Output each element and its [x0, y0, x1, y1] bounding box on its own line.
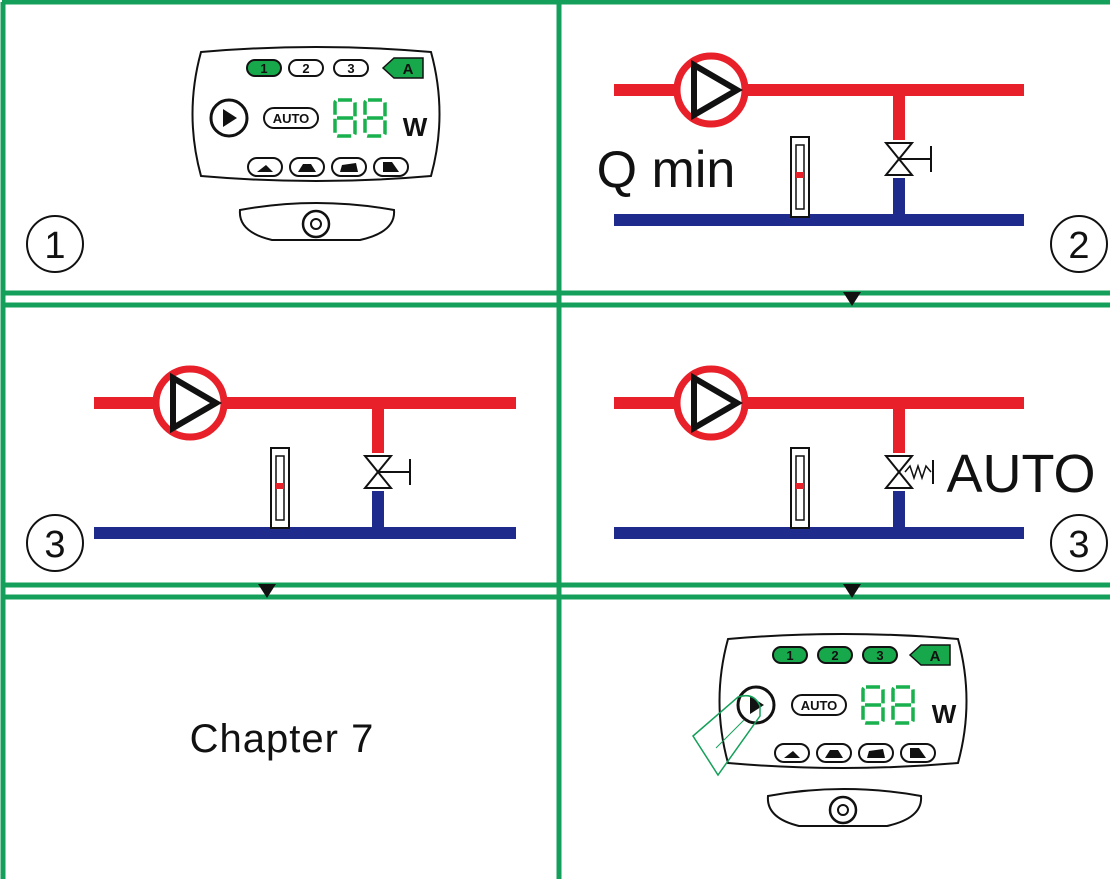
bypass-hot-segment [893, 409, 905, 453]
step-circle [1050, 514, 1108, 572]
bypass-hot-segment [893, 96, 905, 140]
flow-meter-icon [790, 447, 810, 529]
step-number: 3 [44, 524, 65, 566]
play-triangle [750, 696, 764, 714]
bypass-hot-segment [372, 409, 384, 453]
bypass-cold-segment [893, 491, 905, 529]
speed-1-icon [784, 751, 800, 758]
step-circle [26, 215, 84, 273]
auto-mode-badge [908, 644, 951, 666]
mode-3-label: 3 [876, 648, 883, 663]
flow-meter-icon [270, 447, 290, 529]
pointing-finger-icon [692, 694, 761, 777]
q-min-label: Q min [597, 141, 736, 199]
bypass-cold-segment [372, 491, 384, 529]
mode-2-label: 2 [302, 61, 309, 76]
speed-2-icon [825, 750, 843, 758]
mode-3-label: 3 [347, 61, 354, 76]
speed-4-icon [383, 162, 399, 172]
knob-center [310, 218, 322, 230]
mode-2-label: 2 [831, 648, 838, 663]
panel-6-controller: 1 2 3 A AUTO W [692, 633, 968, 827]
auto-badge-label: A [403, 61, 414, 78]
panel-3-valve: 3 [26, 369, 516, 572]
speed-1-icon [257, 165, 273, 172]
panel-4-auto: AUTO 3 [614, 369, 1108, 572]
panel-5-chapter: Chapter 7 [190, 717, 375, 761]
mode-1-label: 1 [260, 61, 267, 76]
cold-pipe [614, 214, 1024, 226]
cold-pipe [94, 527, 516, 539]
auto-label: AUTO [273, 111, 310, 126]
auto-label: AUTO [801, 698, 838, 713]
unit-label: W [932, 699, 957, 729]
cold-pipe [614, 527, 1024, 539]
panel-1-controller: 1 2 3 A AUTO W 1 [26, 46, 441, 273]
play-triangle [223, 109, 237, 127]
speed-4-icon [910, 748, 926, 758]
step-number: 2 [1068, 225, 1089, 267]
auto-badge-label: A [930, 648, 941, 665]
speed-2-icon [298, 164, 316, 172]
mode-1-label: 1 [786, 648, 793, 663]
step-circle [26, 514, 84, 572]
pump-triangle-icon [156, 369, 224, 437]
bypass-cold-segment [893, 178, 905, 216]
panel-2-qmin: Q min 2 [597, 56, 1108, 273]
unit-label: W [403, 112, 428, 142]
step-number: 3 [1068, 524, 1089, 566]
auto-label-frame [791, 694, 847, 716]
auto-text: AUTO [946, 444, 1095, 504]
step-number: 1 [44, 225, 65, 267]
pump-triangle-icon [677, 56, 745, 124]
auto-mode-badge [381, 57, 424, 79]
spring-actuator [904, 463, 932, 481]
pump-triangle-icon [677, 369, 745, 437]
step-circle [1050, 215, 1108, 273]
speed-3-icon [340, 163, 358, 172]
speed-3-icon [867, 749, 885, 758]
flow-meter-icon [790, 136, 810, 218]
auto-label-frame [263, 107, 319, 129]
thermostatic-valve-icon [885, 455, 913, 489]
knob-center [837, 804, 849, 816]
chapter-link[interactable]: Chapter 7 [190, 717, 375, 761]
finger-crease [715, 719, 745, 749]
